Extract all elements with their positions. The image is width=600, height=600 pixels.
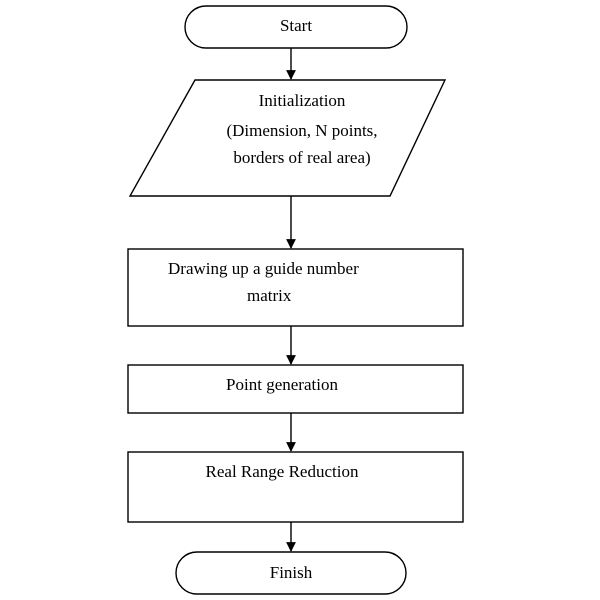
range-reduction-node: Real Range Reduction — [127, 451, 464, 523]
range-reduction-label: Real Range Reduction — [206, 462, 359, 481]
initialization-line-1: Initialization — [259, 91, 346, 110]
start-label: Start — [280, 16, 312, 35]
guide-matrix-line-2: matrix — [247, 286, 292, 305]
guide-matrix-line-1: Drawing up a guide number — [168, 259, 359, 278]
point-generation-label: Point generation — [226, 375, 338, 394]
initialization-node: Initialization (Dimension, N points, bor… — [128, 79, 447, 197]
point-generation-node: Point generation — [127, 364, 464, 414]
finish-node: Finish — [175, 551, 407, 595]
guide-matrix-node: Drawing up a guide number matrix — [127, 248, 464, 327]
start-node: Start — [184, 5, 408, 49]
initialization-line-2: (Dimension, N points, — [226, 121, 377, 140]
initialization-line-3: borders of real area) — [233, 148, 370, 167]
finish-label: Finish — [270, 563, 313, 582]
